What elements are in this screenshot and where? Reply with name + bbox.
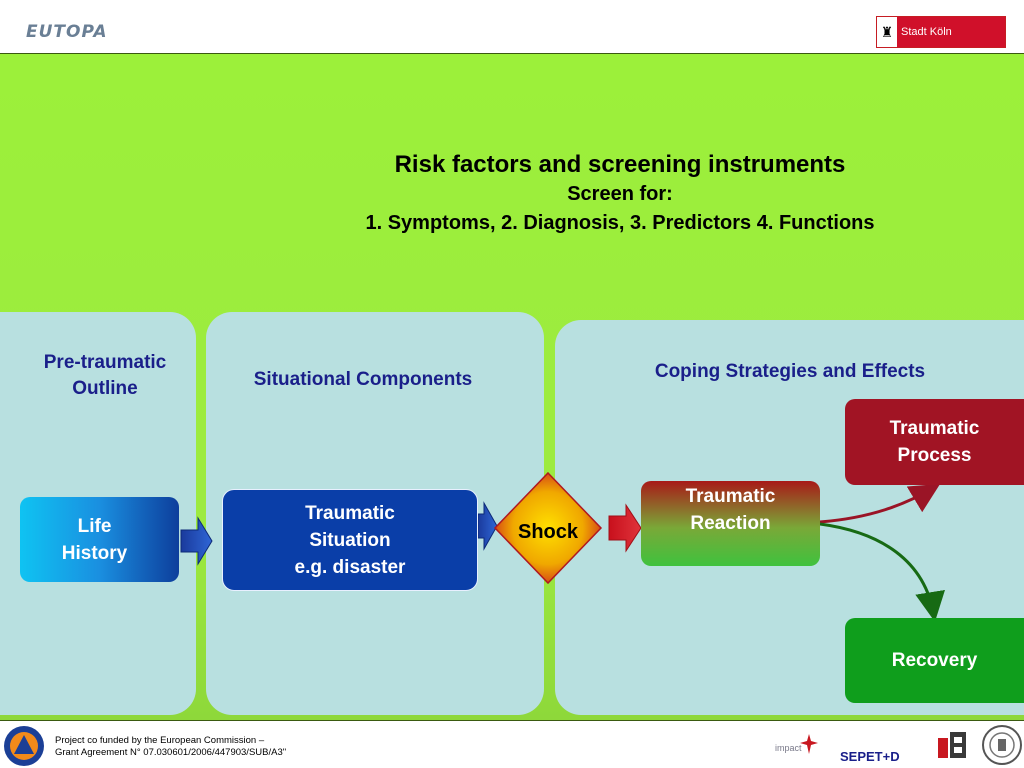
civil-protection-logo-icon bbox=[4, 726, 44, 766]
stadt-koeln-label: Stadt Köln bbox=[897, 17, 1005, 47]
situational-title: Situational Components bbox=[253, 369, 473, 390]
title-block: Risk factors and screening instruments S… bbox=[200, 150, 1024, 238]
slide-subtitle: Screen for: bbox=[567, 183, 673, 205]
shock-label: Shock bbox=[517, 521, 579, 543]
arrow-reaction-to-process bbox=[819, 483, 941, 524]
shock-diamond bbox=[493, 471, 603, 585]
coat-of-arms-icon: ♜ bbox=[877, 17, 897, 47]
traumatic-process-line2: Process bbox=[897, 445, 972, 466]
arrow-shock-to-reaction bbox=[608, 503, 642, 553]
slide-title: Risk factors and screening instruments bbox=[394, 151, 846, 178]
traumatic-reaction-box: Traumatic Reaction bbox=[641, 481, 820, 566]
funding-note-line2: Grant Agreement N° 07.030601/2006/447903… bbox=[55, 747, 287, 758]
arrow-life-to-situation bbox=[180, 516, 213, 566]
life-history-line2: History bbox=[61, 542, 128, 564]
impact-logo: impact bbox=[775, 743, 802, 753]
footer bbox=[0, 722, 1024, 768]
pre-traumatic-title-line2: Outline bbox=[72, 378, 138, 399]
traumatic-situation-line3: e.g. disaster bbox=[294, 556, 406, 578]
eutopa-logo: EUTOPA bbox=[26, 22, 108, 42]
header bbox=[0, 0, 1024, 53]
impact-star-icon bbox=[800, 734, 818, 754]
coping-title: Coping Strategies and Effects bbox=[654, 361, 926, 382]
traumatic-reaction-line1: Traumatic bbox=[685, 485, 776, 507]
pre-traumatic-title: Pre-traumatic Outline bbox=[10, 350, 200, 402]
traumatic-situation-line1: Traumatic bbox=[305, 502, 395, 524]
screening-list: 1. Symptoms, 2. Diagnosis, 3. Predictors… bbox=[365, 212, 875, 234]
traumatic-process-line1: Traumatic bbox=[889, 418, 980, 439]
funding-note-line1: Project co funded by the European Commis… bbox=[55, 735, 265, 746]
traumatic-process-box: Traumatic Process bbox=[845, 399, 1024, 485]
recovery-box: Recovery bbox=[845, 618, 1024, 703]
university-seal-icon bbox=[982, 725, 1022, 765]
arrow-reaction-to-recovery bbox=[819, 522, 945, 622]
life-history-box: Life History bbox=[20, 497, 179, 582]
pre-traumatic-title-line1: Pre-traumatic bbox=[43, 352, 167, 373]
sepet-label: SEPET+D bbox=[840, 749, 900, 764]
arrow-situation-to-shock bbox=[477, 501, 498, 551]
traumatic-situation-line2: Situation bbox=[309, 529, 391, 551]
traumatic-reaction-line2: Reaction bbox=[690, 512, 771, 534]
stadt-koeln-logo: ♜ Stadt Köln bbox=[876, 16, 1006, 48]
institution-logo-icon bbox=[938, 732, 966, 758]
funding-note: Project co funded by the European Commis… bbox=[55, 735, 286, 759]
life-history-line1: Life bbox=[77, 515, 112, 537]
traumatic-situation-box: Traumatic Situation e.g. disaster bbox=[222, 489, 478, 591]
